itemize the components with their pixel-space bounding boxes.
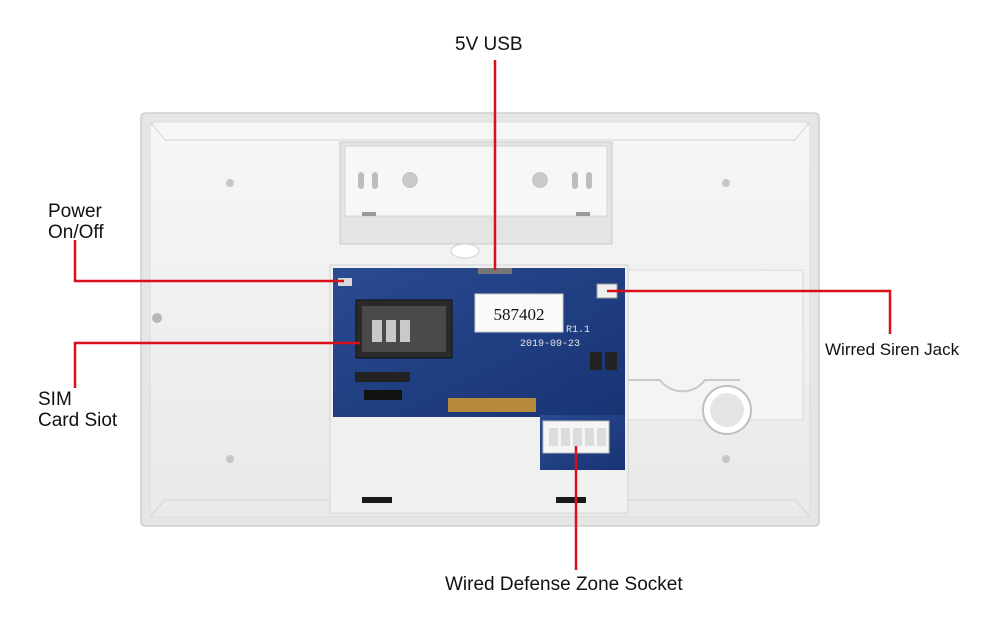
sim-label: SIM Card Siot [38,389,117,431]
callout-siren [607,289,892,334]
siren-label-text: Wirred Siren Jack [825,340,960,359]
callout-lines [73,60,892,570]
usb-label-text: 5V USB [455,34,523,55]
side-compartment [624,269,804,435]
zone-label-text: Wired Defense Zone Socket [445,574,683,595]
sim-label-line1: SIM [38,389,72,410]
board-version: R1.1 [566,325,590,336]
sim-card-slot [355,299,453,359]
power-label: Power On/Off [48,201,104,243]
board-date: 2019-09-23 [520,339,580,350]
pcb-board: 587402 R1.1 2019-09-23 [333,268,625,470]
sim-label-line2: Card Siot [38,410,118,431]
bottom-slot-right [556,497,586,503]
siren-label: Wirred Siren Jack [825,339,959,360]
usb-label: 5V USB [455,34,523,55]
callout-sim [73,341,360,388]
bottom-slot-left [362,497,392,503]
callout-power [73,240,344,283]
power-label-line2: On/Off [48,222,104,243]
power-label-line1: Power [48,201,102,222]
zone-label: Wired Defense Zone Socket [445,574,683,595]
serial-sticker-text: 587402 [494,305,545,324]
mounting-bracket [339,141,613,259]
serial-sticker: 587402 [474,293,564,333]
